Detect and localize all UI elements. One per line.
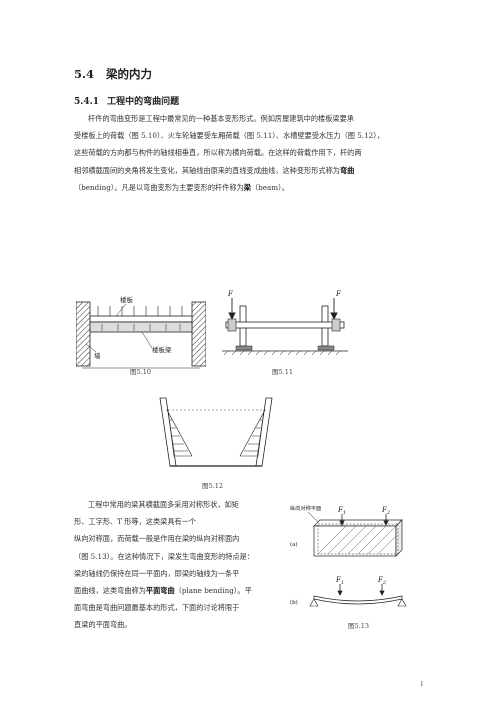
right-tank-wall: [255, 397, 273, 467]
section-title: 梁的内力: [106, 67, 153, 81]
label-slab: 楼板: [120, 295, 134, 304]
paragraph-2-line-2: 形、工字形、T 形等，这类梁具有一个: [74, 517, 197, 527]
paragraph-2-line-4: （图 5.13）。在这种情况下，梁发生弯曲变形的特点是：: [74, 551, 255, 561]
paragraph-2-line-5: 梁的轴线仍保持在同一平面内，即梁的轴线为一条平: [74, 568, 240, 578]
section-heading: 5.4 梁的内力: [74, 66, 152, 82]
left-rail: [235, 345, 253, 351]
paragraph-2-line-3: 纵向对称面，而荷载一般是作用在梁的纵向对称面内: [74, 534, 240, 544]
term-beam: 梁: [243, 182, 251, 192]
left-tank-wall: [159, 397, 177, 467]
figure-5-13-caption: 图5.13: [348, 622, 369, 630]
beam-hatch: [317, 525, 397, 555]
label-f2-bottom: F2: [377, 576, 386, 586]
label-force-right: F: [335, 290, 342, 298]
page-number: 1: [420, 680, 424, 688]
paragraph-2-line-8: 直梁的平面弯曲。: [74, 620, 132, 630]
label-a: (a): [290, 541, 298, 548]
beam-load-arrows: [101, 324, 181, 331]
figure-5-11-caption: 图5.11: [272, 368, 293, 376]
subsection-heading: 5.4.1 工程中的弯曲问题: [74, 94, 179, 107]
beam-3d: [313, 519, 403, 557]
paragraph-2-line-6-end: （plane bending）。平: [174, 586, 252, 596]
paragraph-1-line-1: 杆件的弯曲变形是工程中最常见的一种基本变形形式。例如房屋建筑中的楼板梁要承: [88, 114, 354, 123]
label-f1-top: F1: [337, 506, 346, 516]
beam-supports: [309, 598, 407, 607]
term-plane-bending: 平面弯曲: [145, 586, 175, 596]
label-f2-top: F2: [381, 506, 390, 516]
figure-5-10-caption: 图5.10: [130, 368, 151, 376]
paragraph-1-line-5-end: （beam）。: [250, 182, 289, 192]
left-wall: [76, 301, 91, 367]
label-wall: 墙: [94, 351, 101, 360]
figure-5-11: F F: [222, 290, 348, 356]
pressure-arrows: [170, 419, 262, 452]
subsection-title: 工程中的弯曲问题: [107, 97, 180, 107]
label-symmetry-plane: 纵向对称平面: [290, 504, 321, 512]
paragraph-2-line-1: 工程中常用的梁其横截面多采用对称形状，如矩: [88, 500, 239, 509]
figure-5-13: 纵向对称平面 F1 F2 (a) (b) F1 F2: [290, 504, 407, 607]
paragraph-1-line-4-text: 相邻横截面间的夹角将发生变化，其轴线由原来的直线变成曲线，这种变形形式称为: [74, 165, 340, 175]
section-number: 5.4: [74, 67, 95, 81]
paragraph-2-line-6-text: 面曲线，这类弯曲称为: [74, 586, 146, 596]
label-force-left: F: [227, 290, 234, 298]
deflected-beam: [313, 595, 403, 605]
paragraph-1-line-3: 这些荷载的方向都与构件的轴线相垂直，所以称为横向荷载。在这样的荷载作用下，杆的两: [74, 148, 362, 158]
paragraph-1-line-5: （bending）。凡是以弯曲变形为主要变形的杆件称为梁（beam）。: [74, 179, 424, 196]
paragraph-2-line-7: 面弯曲是弯曲问题最基本的形式，下面的讨论将限于: [74, 603, 240, 613]
right-rail: [317, 345, 335, 351]
floor-slab: [89, 315, 193, 323]
paragraph-1-line-4: 相邻横截面间的夹角将发生变化，其轴线由原来的直线变成曲线，这种变形形式称为弯曲: [74, 162, 424, 179]
figure-5-12-caption: 图5.12: [202, 482, 223, 490]
paragraph-2: 工程中常用的梁其横截面多采用对称形状，如矩 形、工字形、T 形等，这类梁具有一个…: [74, 496, 286, 634]
label-f1-bottom: F1: [335, 576, 344, 586]
subsection-number: 5.4.1: [74, 97, 100, 107]
figure-5-12: [159, 397, 273, 467]
floor-beam: [89, 321, 193, 333]
top-force-arrows: [339, 514, 389, 526]
figure-5-10: 楼板 墙 楼板梁: [76, 295, 206, 369]
force-arrows: [228, 298, 338, 321]
label-floor-beam: 楼板梁: [152, 345, 172, 354]
label-b: (b): [290, 599, 298, 606]
paragraph-1-line-2: 受楼板上的荷载（图 5.10）、火车轮轴要受车厢荷载（图 5.11）、水槽壁要受…: [74, 131, 385, 141]
term-bending: 弯曲: [339, 165, 355, 175]
axle: [225, 321, 345, 329]
slab-load-arrows: [97, 306, 183, 316]
paragraph-2-line-6: 面曲线，这类弯曲称为平面弯曲（plane bending）。平: [74, 582, 286, 599]
paragraph-1: 杆件的弯曲变形是工程中最常见的一种基本变形形式。例如房屋建筑中的楼板梁要承 受楼…: [74, 110, 424, 196]
bottom-force-arrows: [337, 584, 385, 596]
right-wall: [191, 301, 206, 367]
paragraph-1-line-5-text: （bending）。凡是以弯曲变形为主要变形的杆件称为: [74, 182, 244, 192]
